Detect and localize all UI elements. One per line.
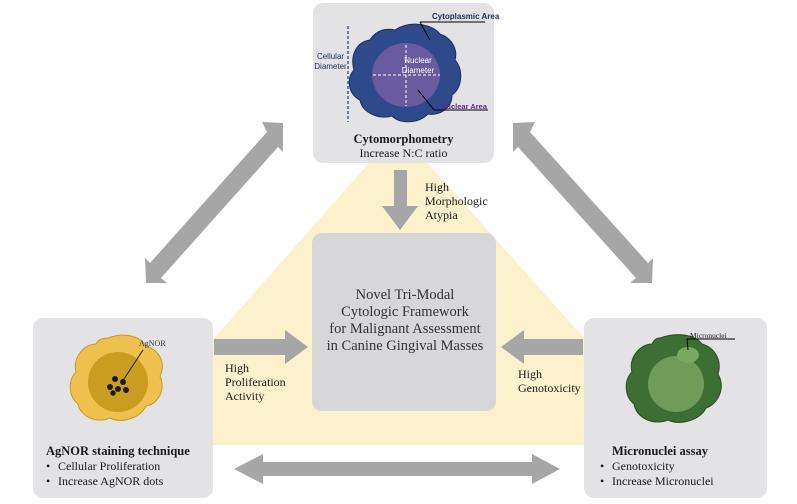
micronucleus-dot xyxy=(677,347,699,363)
right-arrow-label-2: Genotoxicity xyxy=(518,381,581,395)
top-arrow-label-3: Atypia xyxy=(425,208,458,222)
left-arrow-label-1: High xyxy=(225,361,249,375)
left-arrow-label-2: Proliferation xyxy=(225,375,286,389)
top-arrow-label: High Morphologic Atypia xyxy=(425,180,488,222)
double-arrow-bottom xyxy=(234,454,560,484)
agnor-cell-label: AgNOR xyxy=(139,339,166,348)
arrow-right-to-center xyxy=(501,330,583,364)
cellular-diameter-line2: Diameter xyxy=(314,62,347,71)
framework-line-1: Novel Tri-Modal xyxy=(355,287,455,303)
agnor-nucleus-shape xyxy=(88,352,148,412)
cytomorphometry-cell-illustration xyxy=(347,21,488,123)
left-arrow-label: High Proliferation Activity xyxy=(225,361,286,403)
nuclear-diameter-label: Nuclear Diameter xyxy=(395,56,441,76)
framework-line-3: for Malignant Assessment xyxy=(329,321,481,337)
double-arrow-top-left xyxy=(145,122,283,283)
micronuclei-bullet-2: Increase Micronuclei xyxy=(600,474,714,489)
nuclear-area-label: Nuclear Area xyxy=(441,102,487,111)
cellular-diameter-label: Cellular Diameter xyxy=(314,52,347,72)
left-arrow-label-3: Activity xyxy=(225,389,265,403)
agnor-bullet-2: Increase AgNOR dots xyxy=(46,474,163,489)
top-arrow-label-1: High xyxy=(425,180,449,194)
agnor-cell-illustration xyxy=(69,334,163,421)
framework-line-4: in Canine Gingival Masses xyxy=(326,338,484,354)
arrow-left-to-center xyxy=(214,330,308,364)
framework-line-2: Cytologic Framework xyxy=(341,304,469,320)
micronuclei-cell-label: Micronuclei xyxy=(690,331,727,340)
agnor-bullet-list: Cellular Proliferation Increase AgNOR do… xyxy=(46,459,163,488)
micronuclei-bullet-1: Genotoxicity xyxy=(600,459,714,474)
agnor-pointer-line xyxy=(121,349,144,383)
cytomorphometry-subtitle: Increase N:C ratio xyxy=(359,146,448,160)
right-arrow-label: High Genotoxicity xyxy=(518,367,581,395)
right-arrow-label-1: High xyxy=(518,367,542,381)
arrow-top-to-center xyxy=(382,170,418,230)
cytomorphometry-title: Cytomorphometry xyxy=(353,132,454,146)
double-arrow-top-right xyxy=(513,122,653,283)
cellular-diameter-line1: Cellular xyxy=(316,52,345,61)
micronuclei-cell-illustration xyxy=(625,334,735,423)
micronuclei-bullet-list: Genotoxicity Increase Micronuclei xyxy=(600,459,714,488)
center-framework-box xyxy=(312,233,496,411)
nuclear-diameter-line1: Nuclear xyxy=(404,56,432,65)
micro-nucleus-shape xyxy=(648,356,704,412)
cytoplasmic-area-label: Cytoplasmic Area xyxy=(432,12,500,21)
framework-title: Novel Tri-Modal Cytologic Framework for … xyxy=(312,287,498,355)
micronuclei-title: Micronuclei assay xyxy=(612,444,708,458)
nuclear-diameter-line2: Diameter xyxy=(401,66,435,75)
top-arrow-label-2: Morphologic xyxy=(425,194,488,208)
agnor-bullet-1: Cellular Proliferation xyxy=(46,459,163,474)
agnor-title: AgNOR staining technique xyxy=(46,444,190,458)
